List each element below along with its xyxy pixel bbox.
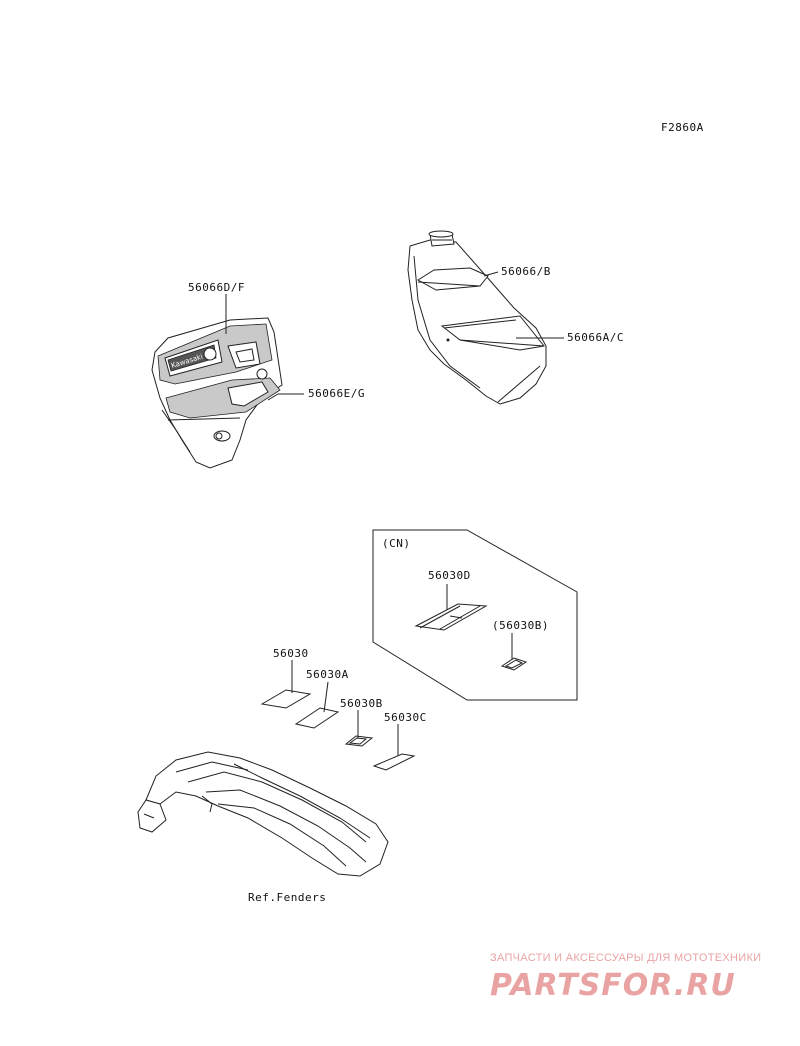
part-label-56066b[interactable]: 56066/B [501,265,551,278]
fuel-tank [407,230,547,405]
watermark-logo: PARTSFOR.RU [490,968,736,1003]
part-label-56030c[interactable]: 56030C [384,711,427,724]
cn-group-box [372,529,578,701]
part-label-56030b-cn[interactable]: (56030B) [492,619,549,632]
part-label-56030[interactable]: 56030 [273,647,309,660]
radiator-shroud: Kawasaki [151,317,283,469]
leader-lines [225,271,564,756]
label-56030-shape [260,689,312,709]
label-56030c-shape [372,753,416,771]
figure-code: F2860A [661,121,704,134]
fender-reference-label[interactable]: Ref.Fenders [248,891,327,904]
part-label-56030d[interactable]: 56030D [428,569,471,582]
part-label-56066ac[interactable]: 56066A/C [567,331,624,344]
label-56030b-shape [344,735,374,747]
part-label-56066eg[interactable]: 56066E/G [308,387,365,400]
watermark-logo-text: PARTSFOR.RU [490,968,736,1003]
part-label-56030b[interactable]: 56030B [340,697,383,710]
part-label-56030a[interactable]: 56030A [306,668,349,681]
label-56030d-shape [414,603,488,631]
label-56030a-shape [294,707,340,729]
label-56030b-cn-shape [500,657,528,671]
part-label-56066df[interactable]: 56066D/F [188,281,245,294]
watermark-subtitle: ЗАПЧАСТИ И АКСЕССУАРЫ ДЛЯ МОТОТЕХНИКИ [490,952,762,964]
front-fender [137,751,389,877]
cn-group-label: (CN) [382,537,411,550]
